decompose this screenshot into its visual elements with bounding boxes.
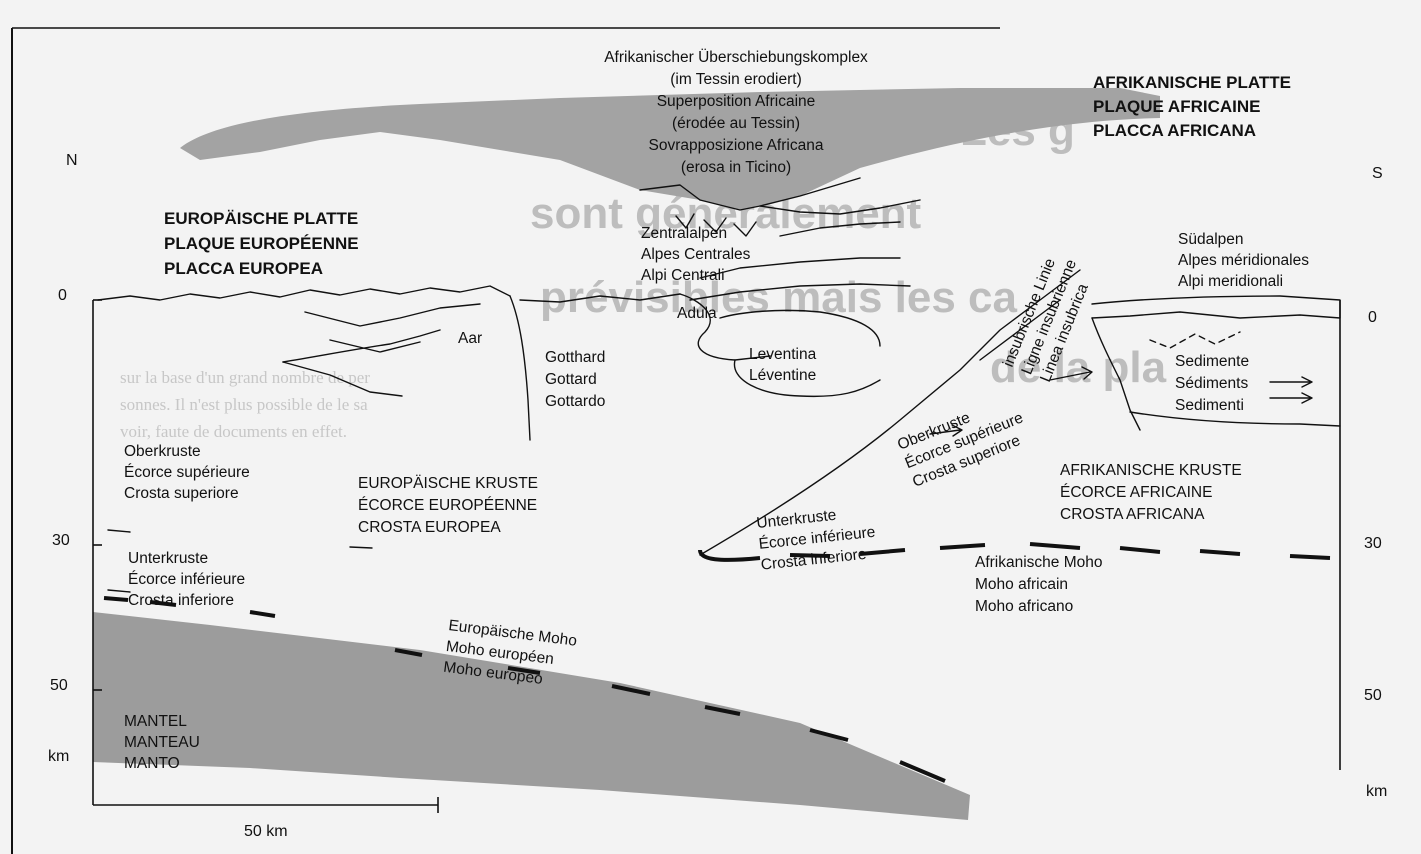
upper-crust-left-fr: Écorce supérieure <box>124 464 250 481</box>
mantle-it: MANTO <box>124 755 180 772</box>
sediments-fr: Sédiments <box>1175 375 1248 392</box>
right-depth-axis: 0 30 50 km <box>1340 300 1387 800</box>
sediments-label: Sedimente Sédiments Sedimenti <box>1175 353 1249 414</box>
arrow-2 <box>1270 393 1312 403</box>
aar-fold-1 <box>283 330 440 362</box>
european-crust-it: CROSTA EUROPEA <box>358 519 501 536</box>
ghost-text-2: sonnes. Il n'est plus possible de le sa <box>120 395 368 414</box>
african-crust-de: AFRIKANISCHE KRUSTE <box>1060 462 1242 479</box>
lower-crust-left-de: Unterkruste <box>128 550 208 567</box>
southern-alps-it: Alpi meridionali <box>1178 273 1283 290</box>
af-moho-seg-1 <box>700 550 760 560</box>
adula-label: Adula <box>677 305 717 322</box>
right-tick-label-30: 30 <box>1364 535 1382 552</box>
left-unit-label: km <box>48 748 69 765</box>
north-label: N <box>66 152 78 169</box>
european-plate-fr: PLAQUE EUROPÉENNE <box>164 234 359 253</box>
mantle-de: MANTEL <box>124 713 187 730</box>
southern-alps-label: Südalpen Alpes méridionales Alpi meridio… <box>1178 231 1309 290</box>
scalebar-label: 50 km <box>244 823 288 840</box>
gotthard-de: Gotthard <box>545 349 605 366</box>
sediment-base <box>1130 412 1340 426</box>
lower-crust-left-fr: Écorce inférieure <box>128 571 245 588</box>
african-crust-it: CROSTA AFRICANA <box>1060 506 1205 523</box>
sediments-de: Sedimente <box>1175 353 1249 370</box>
southern-alps-de: Südalpen <box>1178 231 1244 248</box>
european-plate-it: PLACCA EUROPEA <box>164 259 323 278</box>
african-moho-de: Afrikanische Moho <box>975 554 1103 571</box>
upper-crust-left-it: Crosta superiore <box>124 485 239 502</box>
african-moho-label: Afrikanische Moho Moho africain Moho afr… <box>975 554 1103 615</box>
crust-mark-1 <box>108 530 130 532</box>
af-moho-seg-8 <box>1290 556 1330 558</box>
gotthard-fr: Gottard <box>545 371 597 388</box>
south-label: S <box>1372 165 1383 182</box>
central-alps-de: Zentralalpen <box>641 225 727 242</box>
overthrust-fr-note: (érodée au Tessin) <box>672 115 800 132</box>
ghost-text-3: voir, faute de documents en effet. <box>120 422 347 441</box>
eu-moho-seg-3 <box>250 612 275 616</box>
arrow-1 <box>1270 377 1312 387</box>
mantle-fr: MANTEAU <box>124 734 200 751</box>
overthrust-de: Afrikanischer Überschiebungskomplex <box>604 48 868 66</box>
african-plate-title: AFRIKANISCHE PLATTE PLAQUE AFRICAINE PLA… <box>1093 73 1291 140</box>
aar-fold-3 <box>305 304 480 326</box>
upper-crust-mid-label: Oberkruste Écorce supérieure Crosta supe… <box>895 391 1033 491</box>
african-moho-fr: Moho africain <box>975 576 1068 593</box>
upper-crust-left-label: Oberkruste Écorce supérieure Crosta supe… <box>124 443 250 502</box>
aar-label: Aar <box>458 330 482 347</box>
surface-profile-south <box>1092 296 1340 318</box>
crust-mark-2 <box>350 547 372 548</box>
central-alps-fr: Alpes Centrales <box>641 246 751 263</box>
left-tick-label-30: 30 <box>52 532 70 549</box>
af-moho-seg-7 <box>1200 551 1240 554</box>
overthrust-it: Sovrapposizione Africana <box>649 137 824 154</box>
european-plate-title: EUROPÄISCHE PLATTE PLAQUE EUROPÉENNE PLA… <box>164 209 359 278</box>
af-moho-seg-4 <box>940 545 985 548</box>
af-moho-seg-6 <box>1120 548 1160 552</box>
overthrust-de-note: (im Tessin erodiert) <box>670 71 802 88</box>
eu-moho-seg-1 <box>104 598 128 600</box>
african-crust-label: AFRIKANISCHE KRUSTE ÉCORCE AFRICAINE CRO… <box>1060 462 1242 523</box>
gotthard-label: Gotthard Gottard Gottardo <box>545 349 605 410</box>
ghost-text-1: sur la base d'un grand nombre de per <box>120 368 370 387</box>
lower-crust-mid-label: Unterkruste Écorce inférieure Crosta inf… <box>756 503 879 574</box>
right-tick-label-0: 0 <box>1368 309 1377 326</box>
right-tick-label-50: 50 <box>1364 687 1382 704</box>
african-crust-fr: ÉCORCE AFRICAINE <box>1060 484 1212 501</box>
left-tick-label-50: 50 <box>50 677 68 694</box>
gotthard-boundary <box>510 296 530 440</box>
crust-mark-3 <box>108 590 130 592</box>
african-plate-it: PLACCA AFRICANA <box>1093 121 1256 140</box>
right-unit-label: km <box>1366 783 1387 800</box>
lower-crust-left-it: Crosta inferiore <box>128 592 234 609</box>
southern-alps-fr: Alpes méridionales <box>1178 252 1309 269</box>
african-plate-fr: PLAQUE AFRICAINE <box>1093 97 1261 116</box>
lower-crust-left-label: Unterkruste Écorce inférieure Crosta inf… <box>128 550 245 609</box>
gotthard-it: Gottardo <box>545 393 605 410</box>
african-moho-it: Moho africano <box>975 598 1073 615</box>
leventina-fr: Léventine <box>749 367 816 384</box>
upper-crust-left-de: Oberkruste <box>124 443 201 460</box>
overthrust-fr: Superposition Africaine <box>657 93 816 110</box>
african-plate-de: AFRIKANISCHE PLATTE <box>1093 73 1291 92</box>
european-crust-fr: ÉCORCE EUROPÉENNE <box>358 497 537 514</box>
european-plate-de: EUROPÄISCHE PLATTE <box>164 209 358 228</box>
overthrust-it-note: (erosa in Ticino) <box>681 159 791 176</box>
surface-profile-north <box>98 286 510 300</box>
european-crust-label: EUROPÄISCHE KRUSTE ÉCORCE EUROPÉENNE CRO… <box>358 475 538 536</box>
af-moho-seg-5 <box>1030 544 1080 548</box>
sediments-it: Sedimenti <box>1175 397 1244 414</box>
leventina-de: Leventina <box>749 346 817 363</box>
af-moho-seg-3 <box>860 550 905 554</box>
leventina-label: Leventina Léventine <box>749 346 817 384</box>
central-alps-it: Alpi Centrali <box>641 267 725 284</box>
european-crust-de: EUROPÄISCHE KRUSTE <box>358 475 538 492</box>
sediment-dashed <box>1150 332 1240 348</box>
left-tick-label-0: 0 <box>58 287 67 304</box>
